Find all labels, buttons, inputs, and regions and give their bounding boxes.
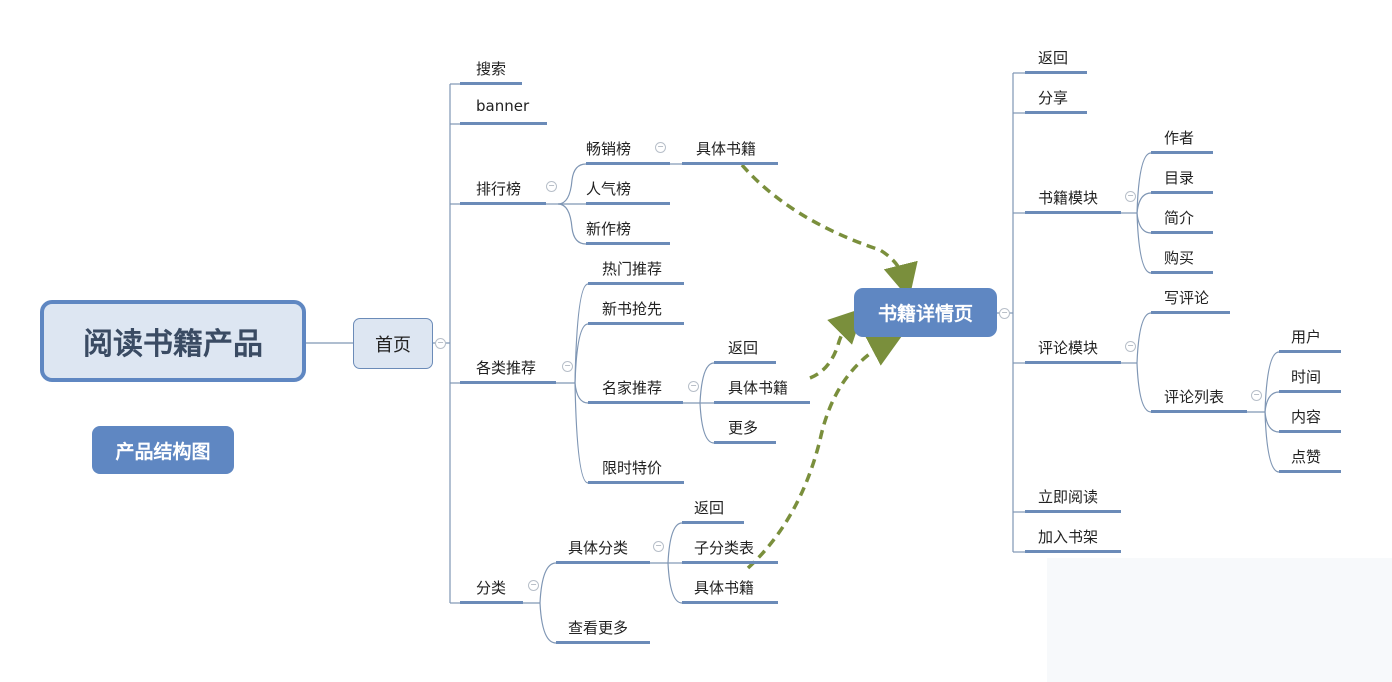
node-underline (1025, 361, 1121, 364)
node-readnow[interactable]: 立即阅读 (1038, 488, 1099, 506)
collapse-icon[interactable]: − (562, 361, 573, 372)
node-addshelf[interactable]: 加入书架 (1038, 528, 1099, 546)
node-underline (1151, 191, 1213, 194)
node-underline (1151, 410, 1247, 413)
node-popular[interactable]: 人气榜 (586, 180, 632, 198)
node-underline (460, 122, 547, 125)
node-underline (1279, 430, 1341, 433)
node-underline (1025, 71, 1087, 74)
node-underline (588, 481, 684, 484)
node-underline (556, 561, 650, 564)
node-famous-back[interactable]: 返回 (728, 339, 759, 357)
node-write-comment[interactable]: 写评论 (1164, 289, 1210, 307)
node-like[interactable]: 点赞 (1291, 448, 1322, 466)
node-content[interactable]: 内容 (1291, 408, 1322, 426)
node-bestseller-book[interactable]: 具体书籍 (696, 140, 757, 158)
collapse-icon[interactable]: − (653, 541, 664, 552)
node-underline (460, 202, 546, 205)
node-specific-back[interactable]: 返回 (694, 499, 725, 517)
node-intro[interactable]: 简介 (1164, 209, 1195, 227)
node-user[interactable]: 用户 (1291, 328, 1322, 346)
node-specific-category[interactable]: 具体分类 (568, 539, 629, 557)
node-underline (682, 162, 778, 165)
collapse-icon[interactable]: − (688, 381, 699, 392)
node-newworks[interactable]: 新作榜 (586, 220, 632, 238)
node-underline (714, 361, 776, 364)
node-specific-book[interactable]: 具体书籍 (694, 579, 755, 597)
node-bestseller[interactable]: 畅销榜 (586, 140, 632, 158)
node-share[interactable]: 分享 (1038, 89, 1069, 107)
node-underline (586, 162, 670, 165)
node-underline (714, 441, 776, 444)
node-underline (1025, 211, 1121, 214)
node-underline (682, 601, 778, 604)
home-node[interactable]: 首页 (353, 318, 433, 369)
collapse-icon[interactable]: − (546, 181, 557, 192)
collapse-icon[interactable]: − (999, 308, 1010, 319)
node-underline (586, 242, 670, 245)
node-detail-back[interactable]: 返回 (1038, 49, 1069, 67)
collapse-icon[interactable]: − (1125, 191, 1136, 202)
node-famous[interactable]: 名家推荐 (602, 379, 663, 397)
collapse-icon[interactable]: − (1251, 390, 1262, 401)
node-author[interactable]: 作者 (1164, 129, 1195, 147)
arrow-category-book-to-detail (746, 333, 904, 570)
collapse-icon[interactable]: − (528, 580, 539, 591)
node-underline (1279, 470, 1341, 473)
node-underline (682, 561, 778, 564)
node-underline (1151, 311, 1230, 314)
node-underline (682, 521, 744, 524)
node-underline (1025, 550, 1121, 553)
node-viewmore[interactable]: 查看更多 (568, 619, 629, 637)
node-underline (1279, 350, 1341, 353)
arrow-famous-book-to-detail (809, 307, 865, 380)
diagram-tag-label: 产品结构图 (115, 440, 211, 463)
background-panel (1047, 558, 1392, 682)
node-underline (460, 82, 522, 85)
node-underline (1279, 390, 1341, 393)
node-toc[interactable]: 目录 (1164, 169, 1195, 187)
tree-lines (306, 72, 1280, 644)
node-comment[interactable]: 评论模块 (1038, 339, 1099, 357)
node-banner[interactable]: banner (476, 97, 530, 115)
detail-label: 书籍详情页 (877, 303, 973, 325)
node-newbook[interactable]: 新书抢先 (602, 300, 663, 318)
node-bookmodule[interactable]: 书籍模块 (1038, 189, 1099, 207)
node-buy[interactable]: 购买 (1164, 249, 1195, 267)
node-underline (588, 322, 684, 325)
node-time[interactable]: 时间 (1291, 368, 1322, 386)
home-label: 首页 (375, 334, 411, 356)
node-famous-more[interactable]: 更多 (728, 419, 759, 437)
node-comment-list[interactable]: 评论列表 (1164, 388, 1225, 406)
node-underline (460, 601, 523, 604)
arrow-ranking-book-to-detail (740, 163, 918, 299)
collapse-icon[interactable]: − (435, 338, 446, 349)
node-underline (1151, 231, 1213, 234)
node-underline (556, 641, 650, 644)
node-recommend[interactable]: 各类推荐 (476, 359, 537, 377)
node-underline (586, 202, 670, 205)
node-underline (1151, 151, 1213, 154)
node-underline (1151, 271, 1213, 274)
node-category[interactable]: 分类 (476, 579, 507, 597)
node-underline (588, 282, 684, 285)
node-underline (714, 401, 810, 404)
node-underline (460, 381, 556, 384)
node-underline (1025, 111, 1087, 114)
node-search[interactable]: 搜索 (476, 60, 507, 78)
root-title: 阅读书籍产品 (83, 327, 263, 362)
detail-node[interactable]: 书籍详情页 (854, 288, 997, 337)
node-ranking[interactable]: 排行榜 (476, 180, 522, 198)
collapse-icon[interactable]: − (1125, 341, 1136, 352)
root-node[interactable]: 阅读书籍产品 (40, 300, 306, 382)
node-sublist[interactable]: 子分类表 (694, 539, 755, 557)
link-arrows (740, 163, 918, 570)
node-underline (1025, 510, 1121, 513)
diagram-tag: 产品结构图 (92, 426, 234, 474)
collapse-icon[interactable]: − (655, 142, 666, 153)
node-limited[interactable]: 限时特价 (602, 459, 663, 477)
node-underline (588, 401, 683, 404)
node-famous-book[interactable]: 具体书籍 (728, 379, 789, 397)
node-hot[interactable]: 热门推荐 (602, 260, 663, 278)
